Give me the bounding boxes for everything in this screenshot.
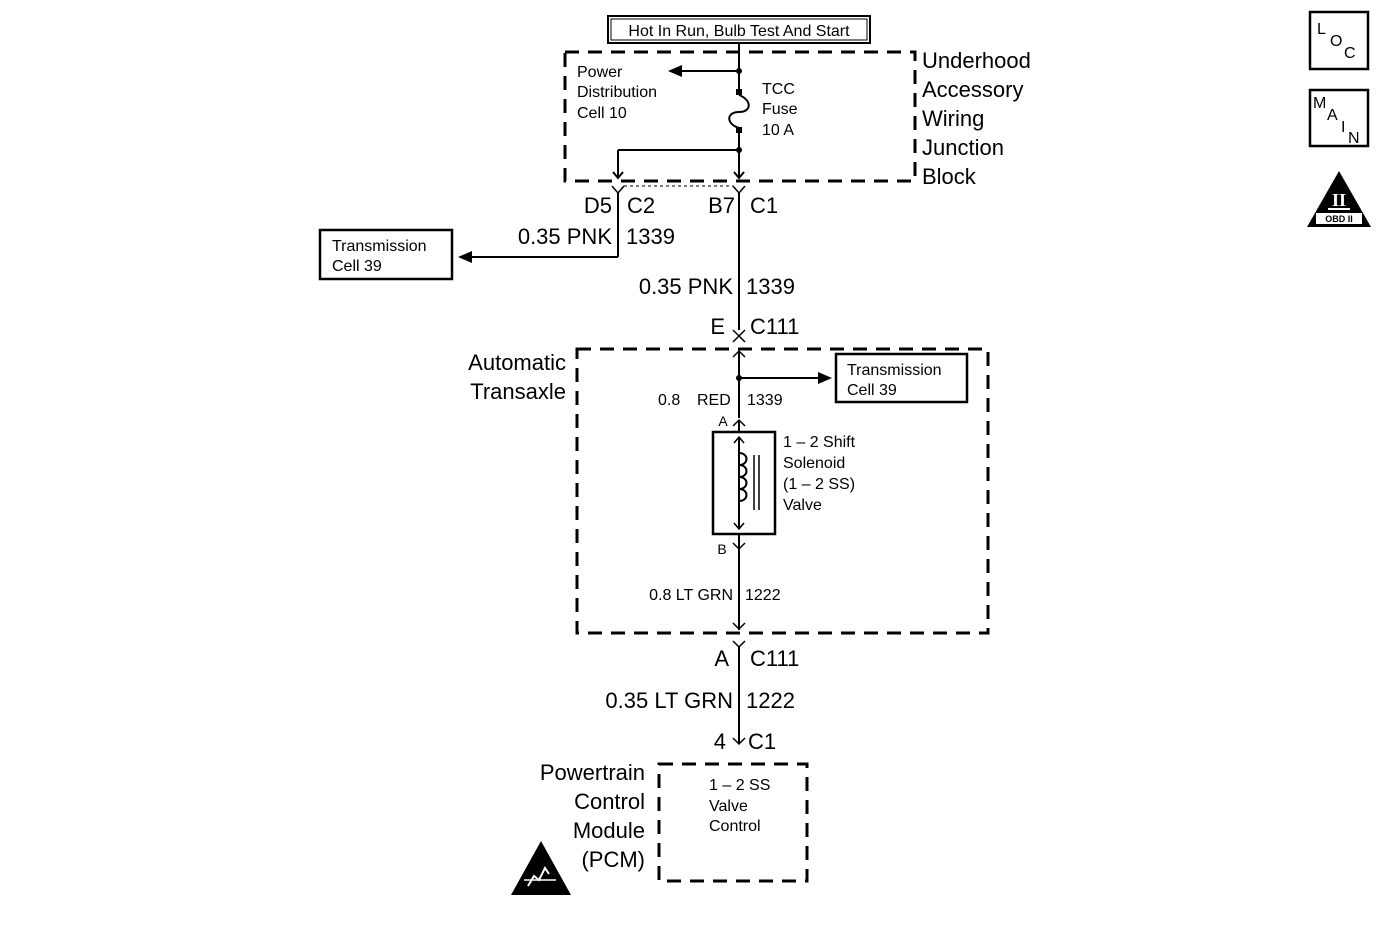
loc-letter-o: O (1330, 33, 1342, 50)
ltgrn-outer-wire-group: 0.35 LT GRN 1222 (605, 647, 795, 744)
power-distribution-ref-2: Distribution (577, 84, 657, 101)
connector-c1-bottom: 4 C1 (714, 729, 776, 754)
solenoid-label-4: Valve (783, 497, 822, 514)
arrow-left-icon (458, 251, 472, 263)
transmission-ref-right-2: Cell 39 (847, 382, 897, 399)
loc-letter-c: C (1344, 45, 1356, 62)
solenoid-label-1: 1 – 2 Shift (783, 434, 856, 451)
solenoid-icon (711, 430, 777, 536)
pcm-control-2: Valve (709, 798, 748, 815)
connector-c111-bottom-label: C111 (750, 646, 799, 671)
connector-c111-top-label: C111 (750, 314, 799, 339)
solenoid-pin-a: A (718, 413, 728, 429)
fuse-label-1: TCC (762, 81, 795, 98)
arrow-left-icon (668, 65, 682, 77)
pcm-control-3: Control (709, 818, 761, 835)
branch-wire-color: 0.35 PNK (518, 224, 612, 249)
junction-block-name-5: Block (922, 164, 977, 189)
main-wire-color: 0.35 PNK (639, 274, 733, 299)
ltgrn-inner-wire: 0.8 LT GRN (649, 587, 733, 604)
red-wire-circuit: 1339 (747, 392, 783, 409)
obd-ii-icon[interactable]: II OBD II (1307, 171, 1371, 227)
junction-block-name-2: Accessory (922, 77, 1023, 102)
fuse-label-2: Fuse (762, 101, 798, 118)
red-wire-color: RED (697, 392, 731, 409)
main-letter-a: A (1327, 107, 1338, 124)
connector-pin-d5: D5 (584, 193, 612, 218)
obd-numeral: II (1332, 190, 1346, 210)
power-distribution-ref-1: Power (577, 64, 623, 81)
ltgrn-inner-circuit: 1222 (745, 587, 781, 604)
transmission-ref-left-2: Cell 39 (332, 258, 382, 275)
connector-c1-bottom-label: C1 (748, 729, 776, 754)
main-wire-circuit: 1339 (746, 274, 795, 299)
main-letter-m: M (1313, 95, 1326, 112)
loc-icon[interactable]: L O C (1308, 10, 1370, 71)
connector-c111-bottom: A C111 (714, 640, 799, 671)
ltgrn-outer-wire: 0.35 LT GRN (605, 688, 733, 713)
junction-block-name-4: Junction (922, 135, 1004, 160)
pcm-name-2: Control (574, 789, 645, 814)
power-source-label: Hot In Run, Bulb Test And Start (607, 15, 871, 44)
pcm-control-1: 1 – 2 SS (709, 777, 770, 794)
connector-c2-c1: D5 C2 B7 C1 (584, 185, 778, 218)
main-letter-i: I (1341, 119, 1345, 136)
junction-block-name-1: Underhood (922, 48, 1031, 73)
junction-block: Underhood Accessory Wiring Junction Bloc… (563, 43, 1031, 189)
connector-pin-a-bottom: A (714, 646, 729, 671)
solenoid-label-2: Solenoid (783, 455, 845, 472)
solenoid-pin-b: B (717, 541, 726, 557)
connector-pin-e: E (710, 314, 725, 339)
transaxle-name-2: Transaxle (470, 379, 566, 404)
pcm-block: Powertrain Control Module (PCM) 1 – 2 SS… (511, 760, 809, 895)
transaxle-block: Automatic Transaxle Transmission Cell 39… (468, 347, 990, 635)
pcm-name-4: (PCM) (581, 847, 645, 872)
main-letter-n: N (1348, 130, 1360, 147)
red-wire-gauge: 0.8 (658, 392, 680, 409)
main-icon[interactable]: M A I N (1308, 88, 1370, 148)
power-distribution-ref-3: Cell 10 (577, 105, 627, 122)
esd-warning-icon (511, 841, 571, 895)
pcm-name-3: Module (573, 818, 645, 843)
arrow-down-icon (612, 171, 624, 180)
arrow-right-icon (818, 372, 832, 384)
loc-letter-l: L (1317, 21, 1326, 38)
connector-c2: C2 (627, 193, 655, 218)
main-wire-pnk: 0.35 PNK 1339 (639, 193, 795, 330)
junction-block-name-3: Wiring (922, 106, 984, 131)
connector-pin-b7: B7 (708, 193, 735, 218)
transaxle-name-1: Automatic (468, 350, 566, 375)
transmission-ref-right-1: Transmission (847, 362, 942, 379)
pcm-name-1: Powertrain (540, 760, 645, 785)
ltgrn-outer-circuit: 1222 (746, 688, 795, 713)
connector-c111-top: E C111 (710, 314, 799, 343)
obd-label: OBD II (1325, 214, 1353, 224)
arrow-down-icon (733, 171, 745, 180)
branch-left: 0.35 PNK 1339 Transmission Cell 39 (318, 193, 675, 281)
connector-pin-4: 4 (714, 729, 726, 754)
power-source-text: Hot In Run, Bulb Test And Start (628, 23, 850, 40)
fuse-icon (728, 89, 750, 133)
solenoid-label-3: (1 – 2 SS) (783, 476, 855, 493)
transmission-ref-left-1: Transmission (332, 238, 427, 255)
branch-wire-circuit: 1339 (626, 224, 675, 249)
fuse-label-3: 10 A (762, 122, 794, 139)
connector-c1-top: C1 (750, 193, 778, 218)
